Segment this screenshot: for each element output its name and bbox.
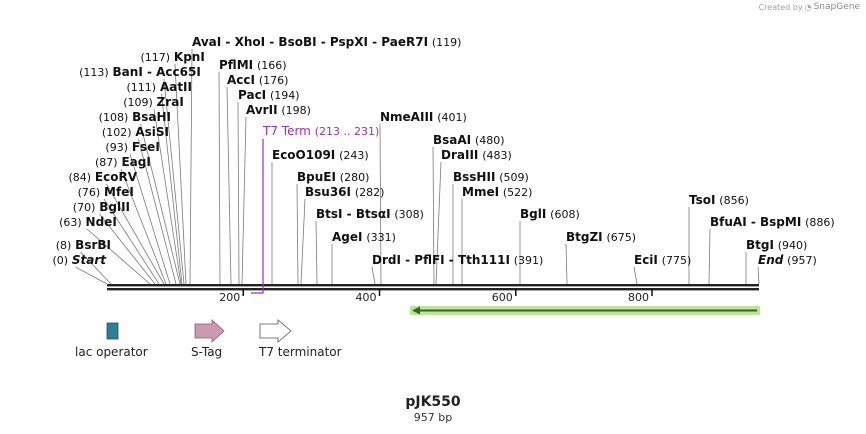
legend-label-t7-terminator: T7 terminator	[259, 345, 342, 359]
leader-ecorv	[106, 183, 165, 285]
site-label-ndei[interactable]: (63) NdeI	[59, 215, 117, 229]
plasmid-name: pJK550	[405, 394, 461, 410]
leader-paci	[237, 101, 240, 285]
leader-fsei	[129, 153, 171, 285]
site-label-bsaai[interactable]: BsaAI (480)	[433, 133, 505, 147]
site-label-avai[interactable]: AvaI - XhoI - BsoBI - PspXI - PaeR7I (11…	[192, 35, 461, 49]
site-label-ecoo109i[interactable]: EcoO109I (243)	[272, 148, 369, 162]
leader-avrii	[241, 116, 247, 285]
t7-term-label[interactable]: T7 Term (213 .. 231)	[262, 124, 379, 138]
site-label-aatii[interactable]: (111) AatII	[127, 80, 192, 94]
scale-tick-label-400: 400	[356, 291, 377, 304]
site-label-btgi[interactable]: BtgI (940)	[746, 238, 807, 252]
leader-bfuai	[708, 228, 711, 285]
site-label-pflmi[interactable]: PflMI (166)	[219, 58, 287, 72]
plasmid-length: 957 bp	[413, 411, 453, 424]
backbone-top-strand	[107, 284, 759, 287]
site-label-zrai[interactable]: (109) ZraI	[123, 95, 184, 109]
scale-ticks: 200 400 600 800	[219, 289, 653, 304]
leader-start	[75, 266, 108, 285]
leader-zrai	[153, 108, 182, 285]
orf-arrow[interactable]	[410, 306, 760, 315]
leader-eagi	[120, 168, 167, 285]
site-label-mfei[interactable]: (76) MfeI	[78, 185, 134, 199]
lac-operator-swatch	[106, 322, 119, 340]
legend-shapes	[106, 319, 292, 343]
site-label-ecii[interactable]: EciI (775)	[634, 253, 691, 267]
leader-draiii	[435, 161, 442, 285]
site-label-bsrbi[interactable]: (8) BsrBI	[56, 238, 111, 252]
site-label-bglii[interactable]: (70) BglII	[73, 200, 130, 214]
site-label-btgzi[interactable]: BtgZI (675)	[566, 230, 636, 244]
sequence-backbone	[107, 284, 759, 291]
leader-bsu36i	[300, 198, 306, 285]
t7-terminator-arrow-icon	[259, 319, 292, 343]
scale-tick-label-200: 200	[219, 291, 240, 304]
snapgene-logo-icon: ◔	[804, 2, 812, 12]
site-label-asisi[interactable]: (102) AsiSI	[102, 125, 169, 139]
leader-nmeaiii	[379, 123, 382, 285]
leader-bsahi	[140, 123, 181, 285]
site-label-avrii[interactable]: AvrII (198)	[246, 103, 311, 117]
leader-asisi	[138, 138, 177, 285]
leader-mfei	[103, 198, 160, 285]
t7-term-marker	[251, 139, 264, 294]
site-label-bsshii[interactable]: BssHII (509)	[453, 170, 529, 184]
feature-t7-term[interactable]: T7 Term (213 .. 231)	[251, 124, 379, 294]
site-label-draiii[interactable]: DraIII (483)	[441, 148, 512, 162]
leader-btgzi	[565, 243, 568, 285]
leader-ndei	[86, 228, 151, 285]
snapgene-credit: Created by ◔ SnapGene	[759, 2, 860, 12]
legend-label-s-tag: S-Tag	[191, 345, 223, 359]
leader-btsi	[315, 220, 318, 285]
leader-bsrbi	[80, 251, 112, 285]
site-label-nmeaiii[interactable]: NmeAIII (401)	[380, 110, 467, 124]
site-label-bpuei[interactable]: BpuEI (280)	[297, 170, 369, 184]
leader-bglii	[99, 213, 156, 285]
leader-bpuei	[296, 183, 299, 285]
site-label-bfuai[interactable]: BfuAI - BspMI (886)	[710, 215, 835, 229]
leader-drdi	[371, 266, 376, 285]
scale-tick-label-600: 600	[492, 291, 513, 304]
site-leader-lines	[75, 48, 760, 285]
credit-prefix: Created by	[758, 2, 803, 12]
leader-ecii	[633, 266, 638, 285]
leader-kpni	[174, 63, 187, 285]
site-label-kpni[interactable]: (117) KpnI	[140, 50, 204, 64]
site-label-fsei[interactable]: (93) FseI	[105, 140, 159, 154]
site-label-bgli[interactable]: BglI (608)	[520, 207, 580, 221]
leader-bani	[163, 78, 185, 285]
leader-pflmi	[218, 71, 221, 285]
site-label-eagi[interactable]: (87) EagI	[95, 155, 151, 169]
s-tag-arrow-icon	[194, 319, 225, 343]
site-label-mmei[interactable]: MmeI (522)	[462, 185, 532, 199]
site-label-end[interactable]: End (957)	[758, 253, 817, 267]
leader-end	[757, 266, 760, 285]
orf-arrow-head	[412, 306, 420, 315]
site-label-paci[interactable]: PacI (194)	[238, 88, 300, 102]
leader-acci	[226, 86, 232, 285]
site-label-agei[interactable]: AgeI (331)	[332, 230, 396, 244]
scale-tick-label-800: 800	[628, 291, 649, 304]
legend-label-lac-operator: lac operator	[75, 345, 148, 359]
site-label-bani[interactable]: (113) BanI - Acc65I	[79, 65, 201, 79]
site-label-drdi[interactable]: DrdI - PflFI - Tth111I (391)	[372, 253, 543, 267]
site-label-ecorv[interactable]: (84) EcoRV	[68, 170, 137, 184]
credit-brand: SnapGene	[813, 2, 860, 12]
site-labels: (0) Start(8) BsrBI (63) NdeI(70) BglII(76…	[52, 35, 834, 267]
site-label-start[interactable]: (0) Start	[52, 253, 107, 267]
leader-aatii	[161, 93, 183, 285]
leader-bsaai	[432, 146, 435, 285]
site-label-btsi[interactable]: BtsI - BtsαI (308)	[316, 207, 424, 221]
leader-avai	[189, 48, 193, 285]
site-label-tsoi[interactable]: TsoI (856)	[689, 193, 749, 207]
site-label-acci[interactable]: AccI (176)	[227, 73, 288, 87]
site-label-bsu36i[interactable]: Bsu36I (282)	[305, 185, 384, 199]
site-label-bsahi[interactable]: (108) BsaHI	[99, 110, 171, 124]
backbone-bottom-strand	[107, 288, 759, 291]
